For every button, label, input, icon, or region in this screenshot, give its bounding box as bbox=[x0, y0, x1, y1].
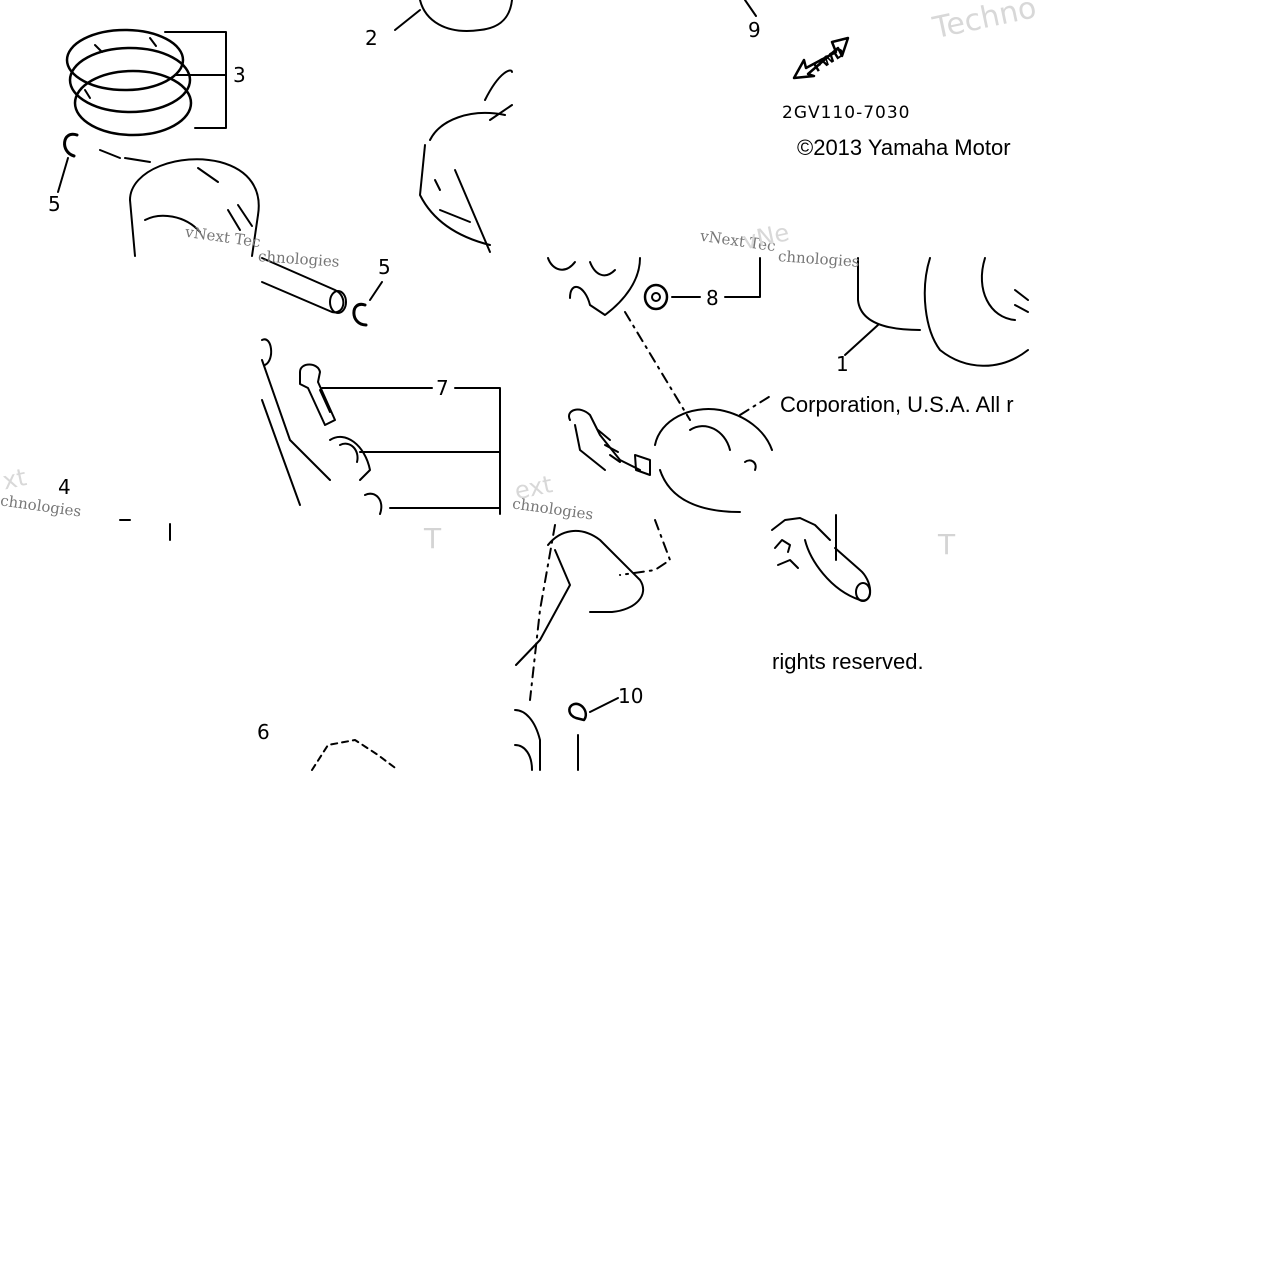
piston-pin-drawing bbox=[261, 257, 347, 314]
crank-nose-drawing bbox=[771, 514, 872, 602]
callout-10: 10 bbox=[618, 684, 644, 708]
callout-4: 4 bbox=[58, 475, 71, 499]
copyright-line-1: ©2013 Yamaha Motor bbox=[797, 135, 1011, 160]
bearing-shells-drawing bbox=[419, 69, 513, 253]
callout-1: 1 bbox=[836, 352, 849, 376]
callout-5-middle: 5 bbox=[378, 255, 391, 279]
callout-9: 9 bbox=[748, 18, 761, 42]
diagram-part-code: 2GV110-7030 bbox=[782, 103, 911, 123]
fwd-arrow-icon: FWD bbox=[792, 36, 850, 80]
callout-3: 3 bbox=[233, 63, 246, 87]
callout-leader-7 bbox=[321, 387, 501, 515]
fwd-label: FWD bbox=[811, 45, 848, 76]
callout-7: 7 bbox=[436, 376, 449, 400]
watermark-t-left: T bbox=[424, 522, 442, 555]
piston-rings-drawing bbox=[65, 28, 193, 163]
crankshaft-drawing bbox=[568, 408, 773, 513]
part-2-drawing bbox=[394, 0, 513, 32]
callout-5-top: 5 bbox=[48, 192, 61, 216]
callout-leader-9 bbox=[744, 0, 757, 17]
callout-leader-3 bbox=[164, 31, 227, 129]
copyright-line-3: rights reserved. bbox=[772, 649, 924, 674]
conrod-lower-drawing bbox=[514, 529, 645, 771]
bearing-half-drawing bbox=[547, 257, 641, 316]
callout-8: 8 bbox=[706, 286, 719, 310]
nut-part-8-drawing bbox=[643, 257, 761, 311]
watermark-t-right: T bbox=[938, 528, 956, 561]
centerline-dash bbox=[529, 311, 773, 701]
piston-clip-2-drawing bbox=[352, 281, 383, 327]
callout-leader-1 bbox=[844, 324, 879, 356]
copyright-line-2: Corporation, U.S.A. All r bbox=[780, 392, 1014, 417]
piston-drawing bbox=[129, 158, 260, 257]
woodruff-key-drawing bbox=[568, 697, 619, 722]
misc-marks bbox=[119, 519, 171, 541]
part-6-drawing bbox=[311, 739, 399, 771]
piston-clip-drawing bbox=[57, 132, 79, 193]
callout-6: 6 bbox=[257, 720, 270, 744]
conrod-bolt-drawing bbox=[299, 363, 336, 426]
callout-2: 2 bbox=[365, 26, 378, 50]
crank-web-drawing bbox=[857, 257, 1029, 367]
connecting-rod-drawing bbox=[261, 338, 383, 515]
